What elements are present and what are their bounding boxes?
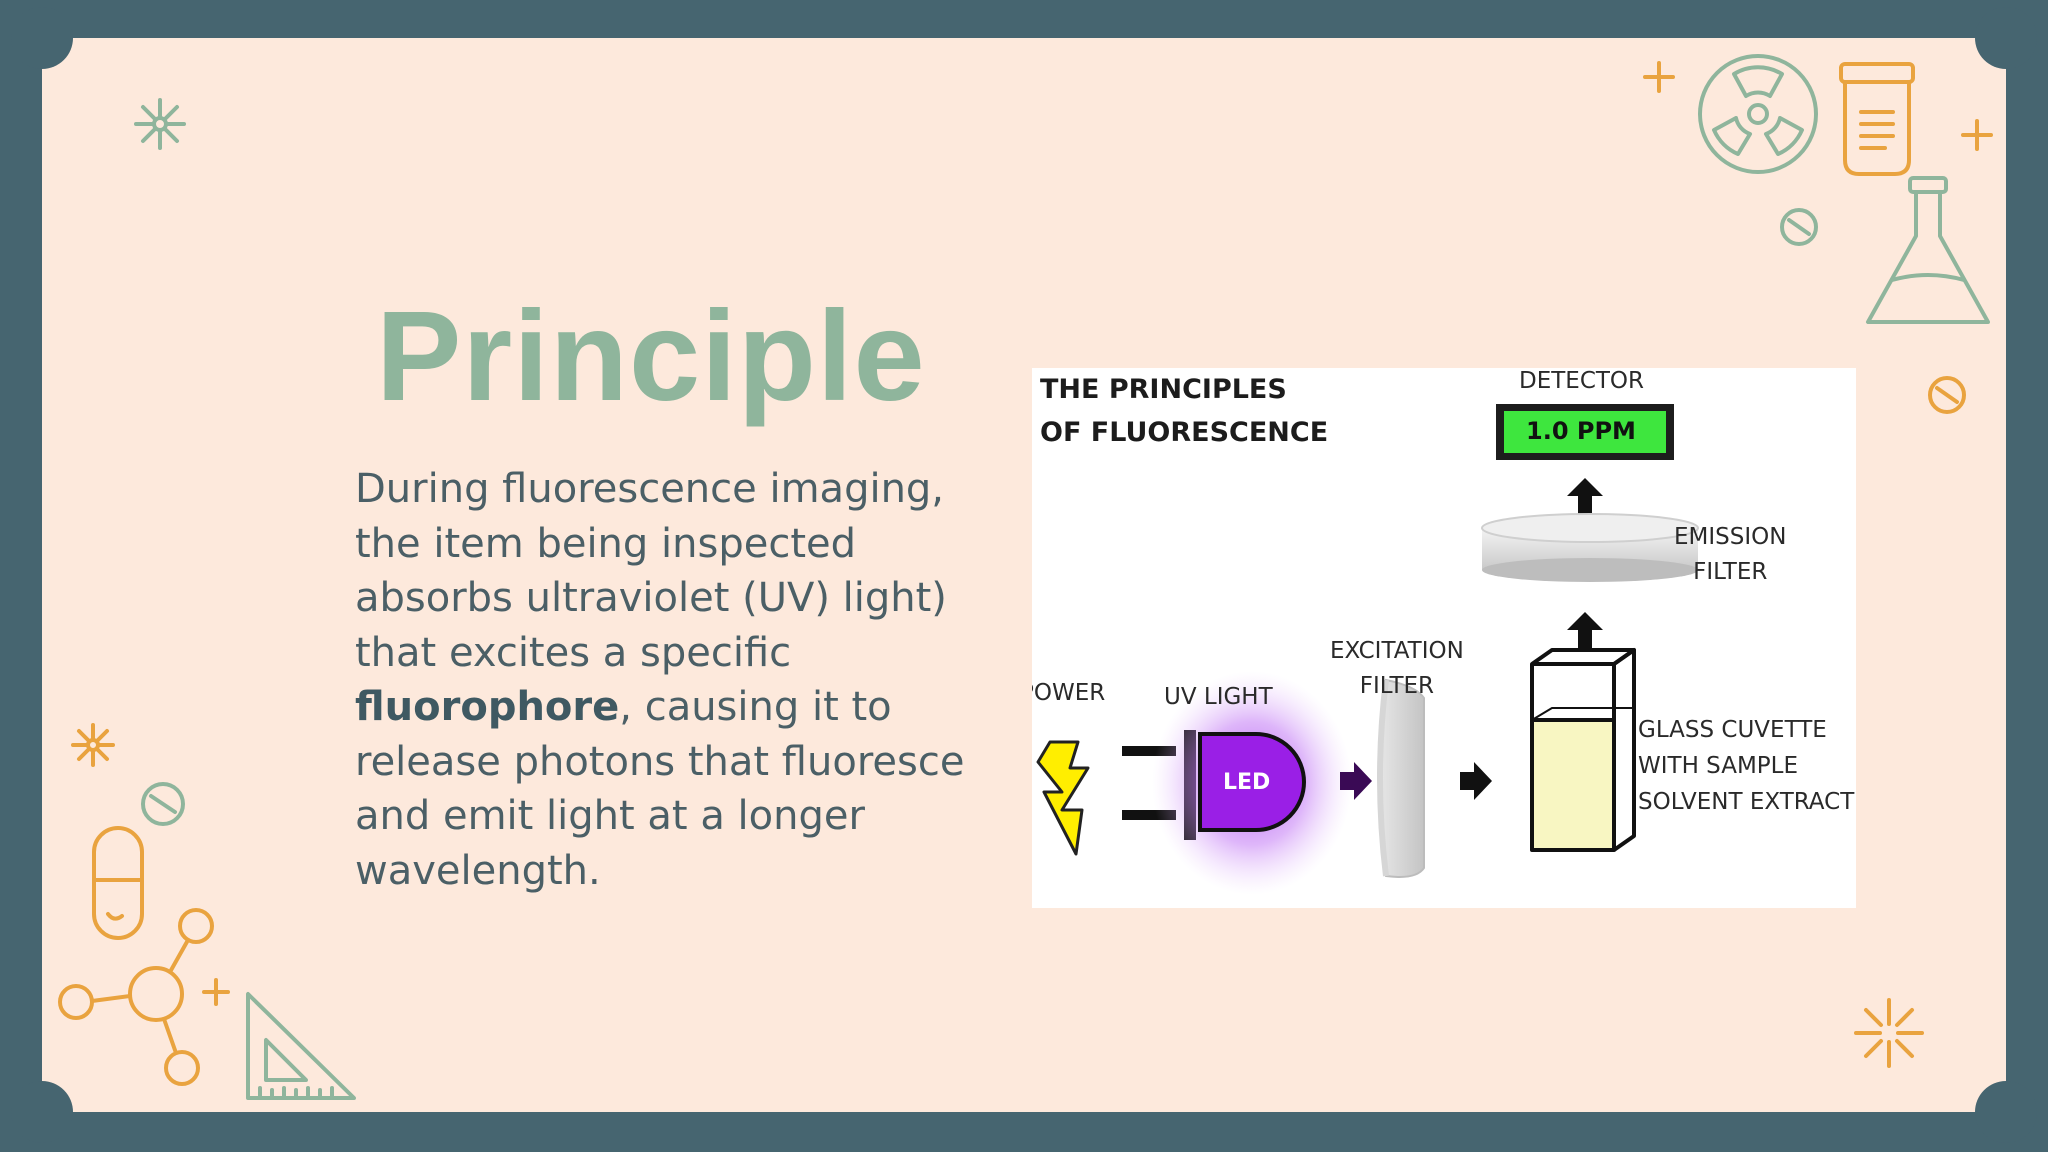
glass-cuvette [1530,648,1636,852]
pill-icon [1928,376,1966,414]
radiation-icon [1698,54,1818,174]
slide-title: Principle [376,285,926,428]
emission-filter-label-line: FILTER [1693,559,1768,585]
lightning-icon [1036,740,1090,856]
cuvette-label-line: SOLVENT EXTRACT [1638,789,1855,815]
slide-body-text: During fluorescence imaging, the item be… [355,462,975,898]
plus-icon [1961,119,1993,151]
excitation-filter-label-line: FILTER [1359,673,1435,699]
molecule-icon [58,908,230,1086]
diagram-drawing [1036,404,1699,895]
cuvette-label-line: GLASS CUVETTE [1638,717,1827,743]
led-label: LED [1223,770,1271,795]
detector-screen [1504,411,1666,453]
pill-icon [141,782,185,826]
detector-reading: 1.0 PPM [1526,417,1636,445]
diagram-title-line: THE PRINCIPLES [1040,374,1287,405]
arrow-icon [1340,762,1372,800]
emission-filter-label-line: EMISSION [1674,524,1787,550]
uv-light-label: UV LIGHT [1164,684,1273,710]
corner-notch [1975,1081,2037,1143]
sparkle-icon [134,98,186,150]
diagram-title-line: OF FLUORESCENCE [1040,417,1329,448]
excitation-filter-label-line: EXCITATION [1330,638,1464,664]
corner-notch [11,1081,73,1143]
power-label: POWER [1032,680,1106,706]
sparkle-icon [71,723,115,767]
cuvette-label: GLASS CUVETTE WITH SAMPLE SOLVENT EXTRAC… [1638,712,1854,820]
arrow-icon [1460,762,1492,800]
led-body [1198,732,1306,832]
body-text-bold-term: fluorophore [355,684,620,730]
set-square-icon [246,992,356,1100]
excitation-filter-label: EXCITATION FILTER [1330,634,1464,704]
emission-filter [1481,513,1699,582]
corner-notch [11,7,73,69]
fluorescence-diagram: THE PRINCIPLES OF FLUORESCENCE DETECTOR … [1032,368,1856,908]
pill-icon [1780,208,1818,246]
plus-icon [1643,61,1675,93]
sparkle-icon [1854,998,1924,1068]
cuvette-label-line: WITH SAMPLE [1638,753,1799,779]
arrow-icon [1567,478,1603,648]
emission-filter-label: EMISSION FILTER [1674,520,1786,590]
corner-notch [1975,7,2037,69]
jar-icon [1839,62,1915,176]
detector-label: DETECTOR [1519,368,1645,394]
body-text-part: During fluorescence imaging, the item be… [355,466,947,676]
capsule-icon [92,826,144,940]
flask-icon [1866,176,1990,324]
body-text-part: , causing it to release photons that flu… [355,684,965,894]
excitation-filter [1377,678,1425,878]
diagram-title: THE PRINCIPLES OF FLUORESCENCE [1040,368,1328,454]
